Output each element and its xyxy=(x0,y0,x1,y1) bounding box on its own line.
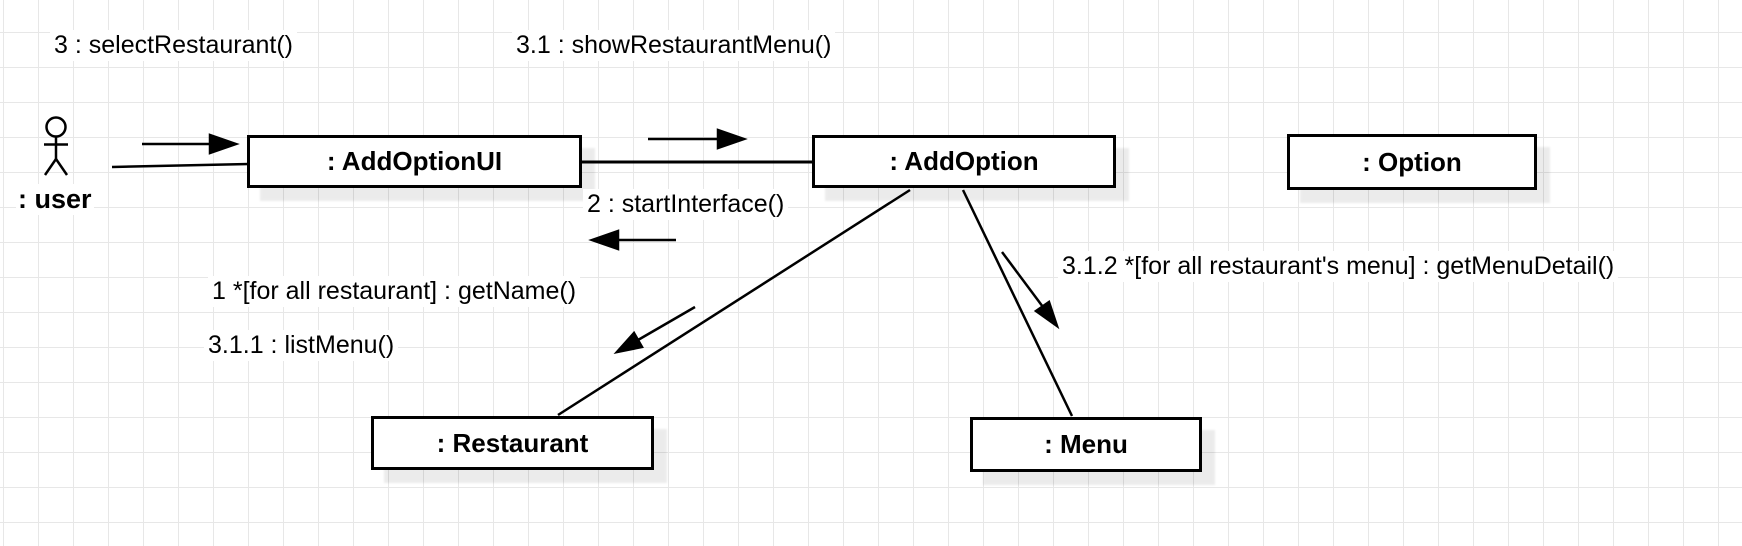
actor-user-figure[interactable] xyxy=(43,116,69,176)
object-label: : AddOptionUI xyxy=(326,146,503,176)
link-addoption-restaurant[interactable] xyxy=(557,188,911,417)
actor-user-label[interactable]: : user xyxy=(16,184,94,215)
actor-leg-left xyxy=(43,158,58,176)
object-box-addoptionui[interactable]: : AddOptionUI xyxy=(247,135,582,188)
arrow-shaft xyxy=(1000,251,1045,308)
message-label-3-1-2[interactable]: 3.1.2 *[for all restaurant's menu] : get… xyxy=(1058,251,1619,282)
actor-head xyxy=(45,116,67,138)
link-user-addoptionui[interactable] xyxy=(111,162,250,169)
message-label-3-1[interactable]: 3.1 : showRestaurantMenu() xyxy=(512,30,836,61)
object-label: : Menu xyxy=(1044,429,1128,459)
arrow-head xyxy=(588,229,620,251)
object-label: : Restaurant xyxy=(436,427,589,458)
object-box-addoption[interactable]: : AddOption xyxy=(812,135,1116,188)
object-box-option[interactable]: : Option xyxy=(1287,134,1537,190)
arrow-msg-3-right[interactable] xyxy=(142,133,240,155)
message-label-1[interactable]: 1 *[for all restaurant] : getName() xyxy=(208,276,581,307)
arrow-msg-1-down-left[interactable] xyxy=(613,305,696,354)
message-label-3[interactable]: 3 : selectRestaurant() xyxy=(50,30,297,61)
arrow-shaft xyxy=(637,305,696,342)
object-label: : Option xyxy=(1362,146,1462,177)
object-box-menu[interactable]: : Menu xyxy=(970,417,1202,472)
link-addoption-menu[interactable] xyxy=(961,189,1074,417)
arrow-msg-3-1-right[interactable] xyxy=(648,128,748,150)
arrow-head xyxy=(716,128,748,150)
arrow-head xyxy=(208,133,240,155)
message-label-2[interactable]: 2 : startInterface() xyxy=(583,189,789,220)
message-label-3-1-1[interactable]: 3.1.1 : listMenu() xyxy=(204,330,399,361)
arrow-msg-2-left[interactable] xyxy=(588,229,676,251)
arrow-msg-3-1-2-down-right[interactable] xyxy=(1000,251,1060,330)
actor-leg-right xyxy=(54,158,69,176)
arrow-head xyxy=(1033,300,1060,330)
arrow-head xyxy=(613,330,644,354)
object-box-restaurant[interactable]: : Restaurant xyxy=(371,416,654,470)
object-label: : AddOption xyxy=(889,146,1039,176)
